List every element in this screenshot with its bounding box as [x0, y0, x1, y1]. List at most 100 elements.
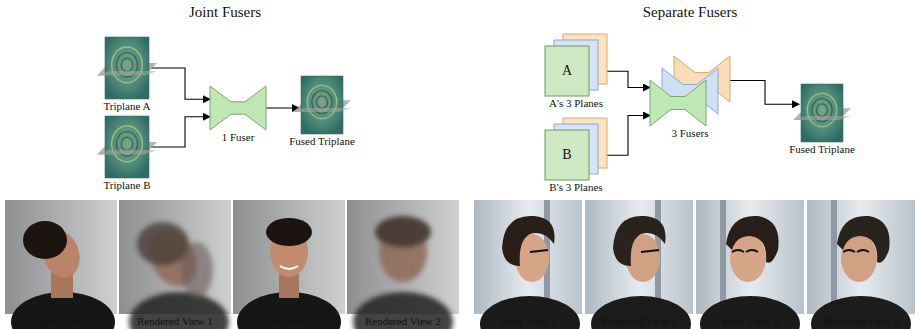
glasses [843, 250, 869, 252]
feature-ring [816, 104, 827, 117]
triplane-node: Fused Triplane [289, 76, 355, 148]
hair [726, 216, 779, 263]
smear [181, 242, 213, 298]
fusers3-graphic [650, 56, 730, 126]
triplane-node: Triplane A [103, 37, 151, 113]
blurred-figure [129, 222, 229, 329]
plane-letter: A [545, 46, 589, 96]
hair [375, 216, 431, 248]
photo-rendered-1 [119, 200, 231, 329]
fuser-picture [210, 86, 266, 130]
plane-letter: B [545, 130, 589, 180]
feature-ring [112, 126, 143, 162]
shirt [700, 296, 800, 329]
hair [502, 216, 555, 266]
node-caption: Triplane B [104, 179, 151, 192]
fuser-graphic [210, 86, 266, 130]
plane-slice [793, 116, 851, 120]
blurred-figure [353, 216, 453, 329]
triplane-graphic [103, 37, 151, 99]
triplane-graphic [799, 84, 845, 142]
feature-ring [307, 85, 336, 118]
flow-arrow [266, 107, 299, 108]
stack-picture: A [545, 34, 607, 96]
window-frame [831, 200, 837, 314]
photo-bg [5, 200, 117, 314]
stack-node: BB's 3 Planes [545, 118, 607, 194]
photo-caption: Input View 1 [32, 315, 89, 328]
plane-slice [293, 108, 351, 112]
panel-title: Joint Fusers [189, 4, 261, 21]
triplane-graphic [103, 116, 151, 178]
stack-node: AA's 3 Planes [545, 34, 607, 110]
stack-graphic [545, 34, 607, 96]
photo-caption: Input View 2 [721, 315, 778, 328]
photo-caption: Rendered View 1 [137, 315, 213, 328]
hair [137, 222, 189, 266]
node-caption: B's 3 Planes [549, 181, 602, 194]
figure [811, 200, 911, 329]
shirt [811, 296, 911, 329]
fuser-node: 1 Fuser [210, 86, 266, 144]
photo-rendered-2 [807, 200, 915, 329]
triplane-picture [299, 76, 345, 134]
triplane-picture [799, 84, 845, 142]
feature-ring [121, 137, 133, 150]
photo-input-1 [5, 200, 117, 329]
stack-picture: B [545, 118, 607, 180]
photo-bg [233, 200, 345, 314]
photo-input-2 [696, 200, 804, 329]
photo-rendered-1 [585, 200, 693, 329]
feature-ring [316, 96, 327, 109]
photo-caption: Input View 1 [499, 315, 556, 328]
feature-plane [105, 37, 149, 99]
photo-caption: Rendered View 2 [365, 315, 441, 328]
flow-arrow [151, 68, 210, 99]
flow-arrow [730, 81, 799, 105]
feature-ring [112, 47, 143, 83]
photo-caption: Rendered View 2 [823, 315, 899, 328]
smile [280, 266, 298, 269]
panel-title: Separate Fusers [643, 4, 738, 21]
node-caption: 3 Fusers [672, 127, 709, 140]
feature-plane [801, 84, 843, 142]
plane-slice [97, 150, 157, 154]
feature-ring [807, 93, 836, 126]
feature-ring [121, 58, 133, 71]
hair [837, 216, 890, 263]
triplane-graphic [299, 76, 345, 134]
shirt [353, 292, 453, 329]
node-caption: Triplane A [104, 100, 151, 113]
node-caption: Fused Triplane [289, 135, 355, 148]
feature-plane [105, 116, 149, 178]
plane-slice [97, 71, 157, 75]
node-caption: 1 Fuser [222, 131, 255, 144]
glasses [530, 250, 548, 252]
glasses [732, 250, 758, 252]
fusers3-picture [650, 56, 730, 126]
photo-rendered-2 [347, 200, 459, 329]
triplane-node: Fused Triplane [789, 84, 855, 156]
plane-card [545, 130, 589, 180]
plane-card [545, 46, 589, 96]
stack-graphic [545, 118, 607, 180]
window-frame [720, 200, 726, 314]
fuser-shape [650, 80, 706, 126]
node-caption: A's 3 Planes [549, 97, 603, 110]
hair [266, 218, 312, 246]
shirt [480, 296, 580, 329]
shirt [129, 292, 229, 329]
photo-input-2 [233, 200, 345, 329]
flow-arrow [151, 117, 210, 147]
flow-arrow [607, 71, 650, 87]
node-caption: Fused Triplane [789, 143, 855, 156]
photo-caption: Rendered View 1 [601, 315, 677, 328]
hair [23, 221, 67, 259]
fusers3-node: 3 Fusers [650, 56, 730, 140]
fuser-shape [210, 86, 266, 130]
triplane-picture [103, 116, 151, 178]
feature-plane [301, 76, 343, 134]
triplane-node: Triplane B [103, 116, 151, 192]
triplane-picture [103, 37, 151, 99]
